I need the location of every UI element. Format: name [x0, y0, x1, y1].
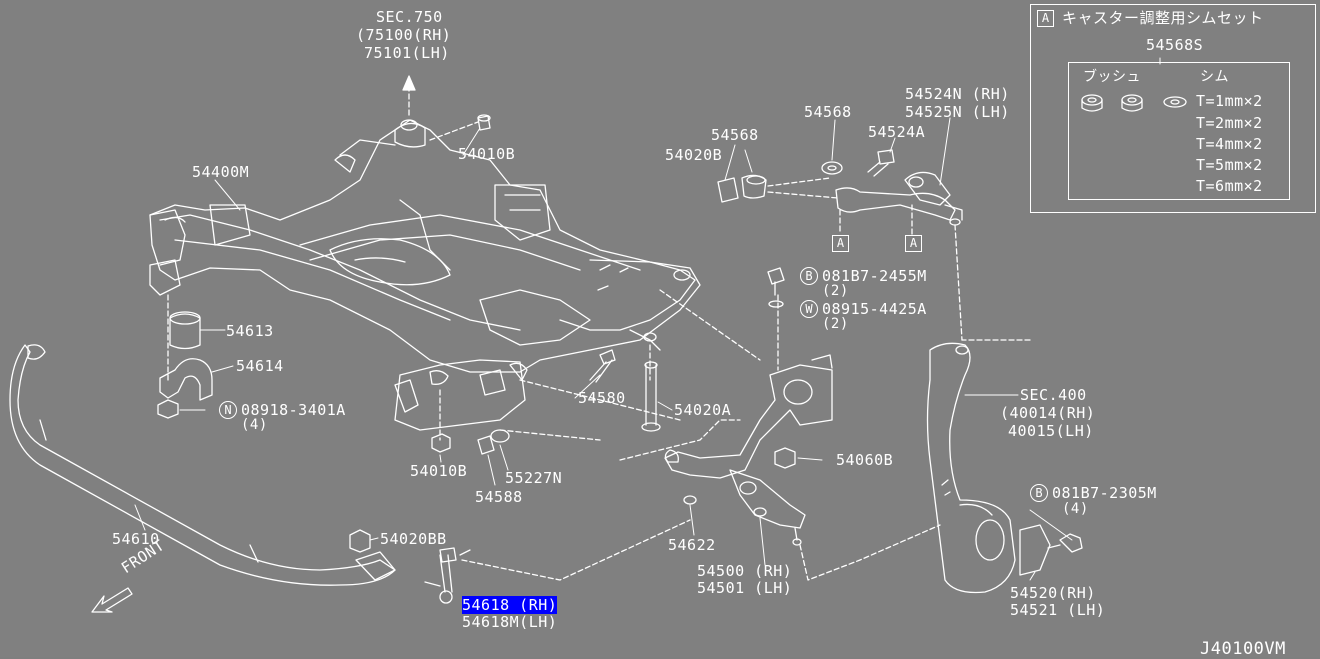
- bolt-54020a: [641, 361, 661, 432]
- tag-w: W: [800, 300, 818, 318]
- bushing-54613: [169, 311, 201, 350]
- label-sec750-rh: (75100(RH): [356, 26, 452, 44]
- label-54525n[interactable]: 54525N (LH): [905, 103, 1010, 121]
- label-54020bb[interactable]: 54020BB: [380, 530, 447, 548]
- label-081b7-2305m-qty: (4): [1062, 501, 1089, 517]
- label-sec750[interactable]: SEC.750: [376, 8, 443, 26]
- clamp-54614: [159, 358, 213, 401]
- legend-shim-2: T=2mm×2: [1196, 114, 1263, 132]
- legend-tag-a: A: [1037, 10, 1054, 27]
- legend-shim-4: T=5mm×2: [1196, 156, 1263, 174]
- label-54010b-top[interactable]: 54010B: [458, 145, 516, 163]
- label-54622[interactable]: 54622: [668, 536, 716, 554]
- footer-code: J40100VM: [1200, 639, 1286, 659]
- stabilizer-link-54618: [424, 547, 471, 604]
- legend-part-no: 54568S: [1146, 36, 1204, 54]
- legend-shim-1: T=1mm×2: [1196, 92, 1263, 110]
- front-arrow-icon: [91, 587, 133, 613]
- label-54020b[interactable]: 54020B: [665, 146, 723, 164]
- label-54520-rh[interactable]: 54520(RH): [1010, 584, 1096, 602]
- label-54500-rh[interactable]: 54500 (RH): [697, 562, 793, 580]
- upper-arm-54524n: [835, 171, 963, 226]
- label-54580[interactable]: 54580: [578, 389, 626, 407]
- label-081b7-2455m[interactable]: 081B7-2455M: [822, 267, 927, 285]
- label-54568-left[interactable]: 54568: [711, 126, 759, 144]
- label-081b7-2455m-qty: (2): [822, 283, 849, 299]
- legend-title: キャスター調整用シムセット: [1062, 9, 1264, 27]
- knuckle-sec400: [926, 342, 1051, 594]
- bolt-54580: [589, 349, 616, 383]
- subframe-drawing: [149, 119, 701, 431]
- label-sec400-rh: (40014(RH): [1000, 404, 1096, 422]
- label-54613[interactable]: 54613: [226, 322, 274, 340]
- lower-arm-54500: [664, 354, 833, 546]
- tag-b-lower: B: [1030, 484, 1048, 502]
- label-54010b-bottom[interactable]: 54010B: [410, 462, 468, 480]
- stabilizer-bar-54610: [9, 344, 396, 586]
- label-54588[interactable]: 54588: [475, 488, 523, 506]
- label-sec750-lh: 75101(LH): [364, 44, 450, 62]
- label-54618m-lh[interactable]: 54618M(LH): [462, 613, 558, 631]
- arrow-up-icon: [402, 75, 416, 116]
- label-54501-lh[interactable]: 54501 (LH): [697, 579, 793, 597]
- label-54568-right[interactable]: 54568: [804, 103, 852, 121]
- label-sec400[interactable]: SEC.400: [1020, 386, 1087, 404]
- legend-bushing-icons: [1081, 94, 1187, 112]
- tag-b-upper: B: [800, 267, 818, 285]
- label-08918[interactable]: 08918-3401A: [241, 401, 346, 419]
- tag-a-right: A: [905, 235, 922, 252]
- label-54524n[interactable]: 54524N (RH): [905, 85, 1010, 103]
- label-55227n[interactable]: 55227N: [505, 469, 563, 487]
- label-54618-rh[interactable]: 54618 (RH): [462, 596, 558, 614]
- label-54524a[interactable]: 54524A: [868, 123, 926, 141]
- label-081b7-2305m[interactable]: 081B7-2305M: [1052, 484, 1157, 502]
- label-08915[interactable]: 08915-4425A: [822, 300, 927, 318]
- label-54521-lh[interactable]: 54521 (LH): [1010, 601, 1106, 619]
- legend-col-bushing: ブッシュ: [1083, 69, 1141, 85]
- legend-inner-box: [1068, 62, 1290, 200]
- nut-54010b-top: [477, 114, 491, 131]
- label-08915-qty: (2): [822, 316, 849, 332]
- label-54020a[interactable]: 54020A: [674, 401, 732, 419]
- label-54610[interactable]: 54610: [112, 530, 160, 548]
- label-54400m[interactable]: 54400M: [192, 163, 250, 181]
- legend-box: [1030, 4, 1316, 213]
- label-08918-qty: (4): [241, 417, 268, 433]
- legend-col-shim: シム: [1200, 69, 1229, 85]
- label-54614[interactable]: 54614: [236, 357, 284, 375]
- label-sec400-lh: 40015(LH): [1008, 422, 1094, 440]
- tag-n: N: [219, 401, 237, 419]
- label-54618-highlight[interactable]: 54618 (RH): [462, 596, 558, 614]
- legend-shim-3: T=4mm×2: [1196, 135, 1263, 153]
- label-54060b[interactable]: 54060B: [836, 451, 894, 469]
- legend-shim-5: T=6mm×2: [1196, 177, 1263, 195]
- tag-a-left: A: [832, 235, 849, 252]
